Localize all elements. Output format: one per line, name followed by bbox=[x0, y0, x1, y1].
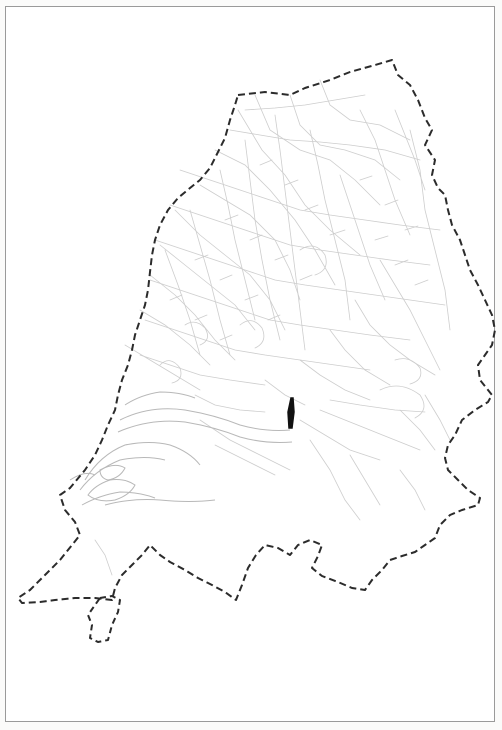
street-network bbox=[94, 79, 451, 576]
city-boundary bbox=[17, 59, 496, 604]
enclave-boundary bbox=[87, 595, 121, 643]
highlighted-location-marker bbox=[287, 397, 295, 429]
map-frame bbox=[5, 6, 495, 722]
river bbox=[69, 391, 293, 506]
